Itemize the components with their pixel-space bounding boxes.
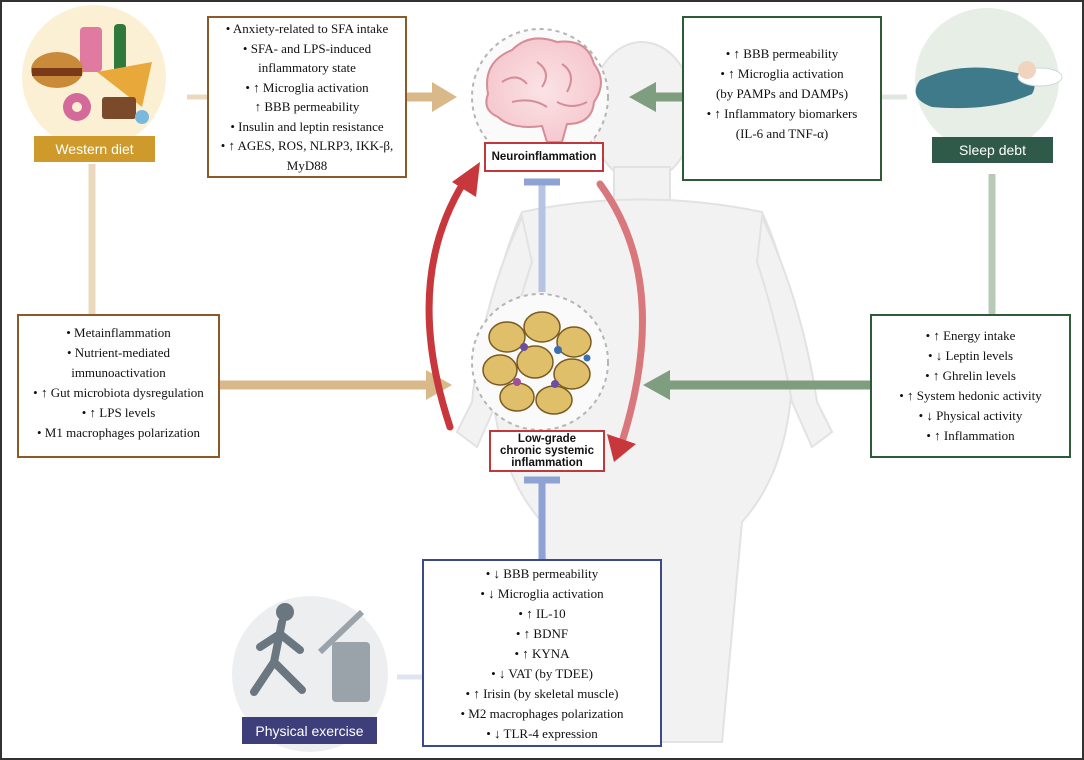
box-line: • ↓ Microglia activation: [480, 586, 604, 601]
box-line: • ↑ System hedonic activity: [899, 388, 1042, 403]
sleep-brain-effects-box: • ↑ BBB permeability • ↑ Microglia activ…: [682, 16, 882, 181]
box-line: • ↑ Microglia activation: [720, 66, 844, 81]
box-line: • ↑ LPS levels: [81, 405, 156, 420]
systemic-inflammation-tag: Low-grade chronic systemic inflammation: [489, 430, 605, 472]
box-line: immunoactivation: [71, 365, 166, 380]
box-line: • Nutrient-mediated: [66, 345, 171, 360]
sleep-systemic-effects-box: • ↑ Energy intake • ↓ Leptin levels • ↑ …: [870, 314, 1071, 458]
brain-icon: [471, 28, 609, 166]
sleep-connectors: [629, 82, 996, 400]
exercise-connectors: [397, 178, 560, 680]
box-line: (by PAMPs and DAMPs): [715, 86, 849, 101]
diet-brain-effects-box: • Anxiety-related to SFA intake • SFA- a…: [207, 16, 407, 178]
systemic-inflammation-line-3: inflammation: [511, 457, 583, 469]
box-line: ↑ BBB permeability: [254, 99, 360, 114]
box-line: • Metainflammation: [66, 325, 171, 340]
box-line: • ↑ Microglia activation: [245, 79, 369, 95]
box-line: • ↓ BBB permeability: [485, 566, 599, 581]
box-line: MyD88: [286, 157, 328, 173]
diet-systemic-effects-box: • Metainflammation • Nutrient-mediated i…: [17, 314, 220, 458]
box-line: • M2 macrophages polarization: [460, 706, 624, 721]
adipose-tissue-icon: [471, 293, 609, 431]
systemic-inflammation-line-2: chronic systemic: [500, 445, 594, 457]
box-line: inflammatory state: [258, 60, 356, 75]
diet-connectors: [88, 82, 457, 400]
box-line: • ↑ Ghrelin levels: [925, 368, 1016, 383]
box-line: • ↑ Gut microbiota dysregulation: [33, 385, 204, 400]
box-line: • ↑ Inflammatory biomarkers: [706, 106, 858, 121]
box-line: • ↓ TLR-4 expression: [486, 726, 598, 741]
box-line: • ↑ Irisin (by skeletal muscle): [465, 686, 619, 701]
box-line: • ↑ IL-10: [518, 606, 566, 621]
box-line: • ↓ VAT (by TDEE): [491, 666, 593, 681]
box-line: • ↑ Inflammation: [926, 428, 1015, 443]
box-line: • M1 macrophages polarization: [36, 425, 201, 440]
box-line: • ↑ Energy intake: [925, 328, 1016, 343]
inflammation-loop-arrows: [425, 162, 646, 462]
western-diet-icon: [22, 5, 166, 149]
box-line: • ↑ BDNF: [515, 626, 569, 641]
sleep-debt-icon: [915, 8, 1063, 152]
physical-exercise-icon: [232, 596, 388, 752]
exercise-effects-box: • ↓ BBB permeability • ↓ Microglia activ…: [422, 559, 662, 747]
box-line: • SFA- and LPS-induced: [242, 40, 372, 56]
box-line: (IL-6 and TNF-α): [735, 126, 829, 141]
sleep-debt-label: Sleep debt: [932, 137, 1053, 163]
box-line: • Insulin and leptin resistance: [230, 118, 384, 134]
box-line: • ↓ Physical activity: [918, 408, 1023, 423]
box-line: • ↓ Leptin levels: [927, 348, 1014, 363]
western-diet-label: Western diet: [34, 136, 155, 162]
box-line: • ↑ AGES, ROS, NLRP3, IKK-β,: [220, 138, 394, 153]
box-line: • Anxiety-related to SFA intake: [225, 21, 389, 36]
box-line: • ↑ KYNA: [514, 646, 570, 661]
box-line: • ↑ BBB permeability: [725, 46, 839, 61]
systemic-inflammation-line-1: Low-grade: [517, 433, 577, 445]
neuroinflammation-text: Neuroinflammation: [491, 151, 597, 163]
physical-exercise-label: Physical exercise: [242, 717, 377, 744]
neuroinflammation-tag: Neuroinflammation: [484, 142, 604, 172]
